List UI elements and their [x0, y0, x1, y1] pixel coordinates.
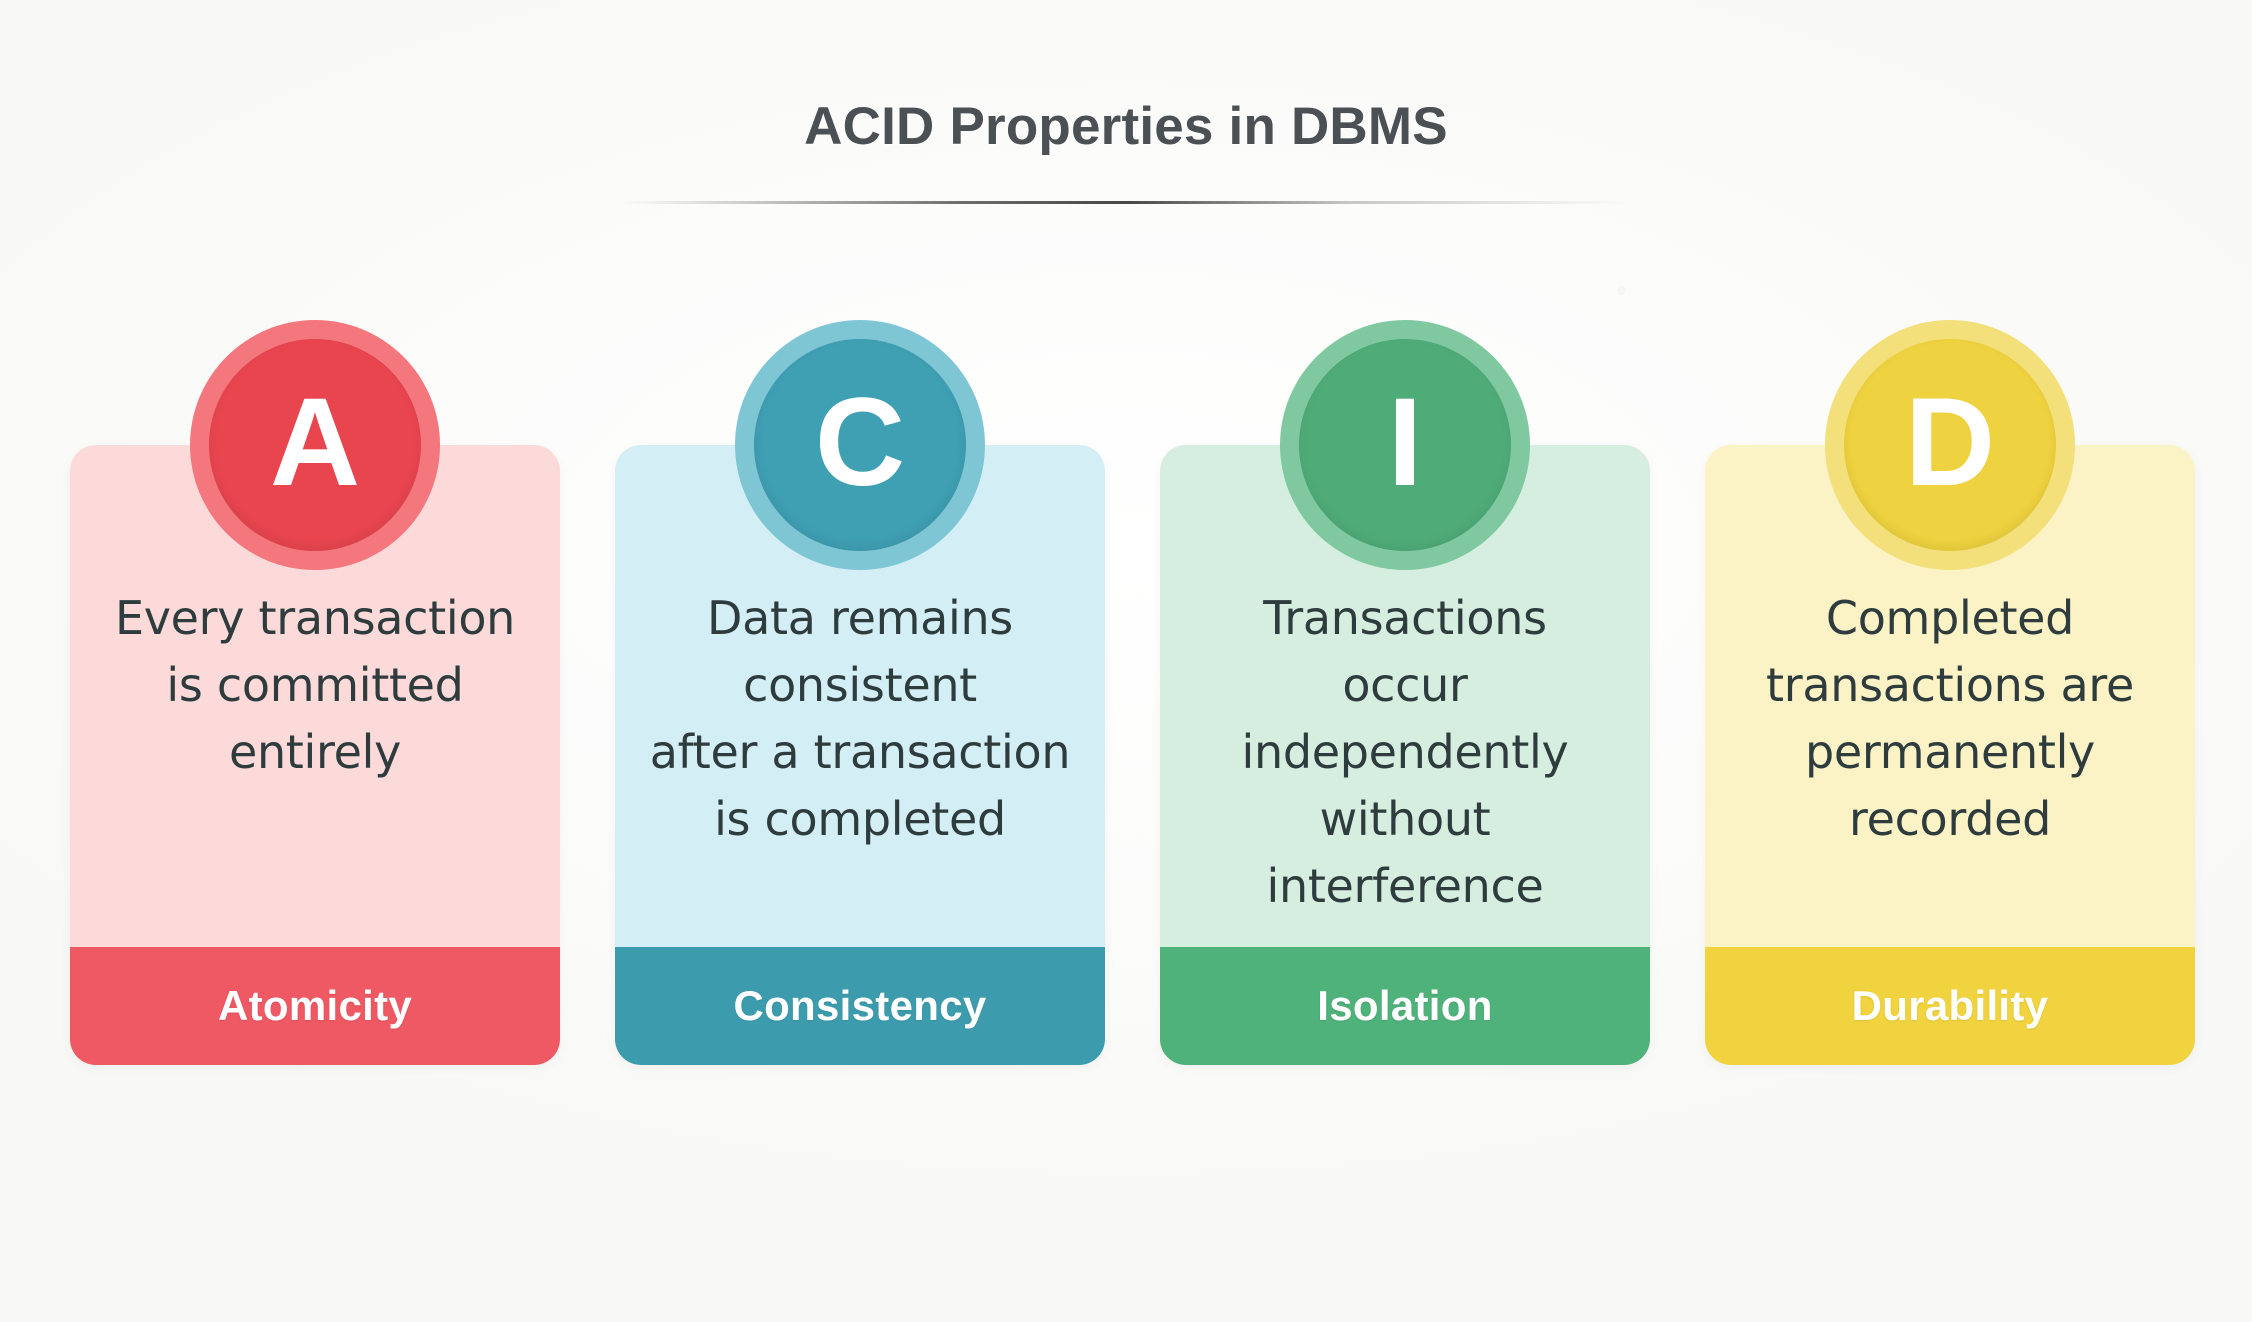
- card-durability-body: Durability: [1705, 445, 2195, 1065]
- badge-letter-i: I: [1387, 372, 1423, 512]
- badge-inner-a: A: [209, 339, 421, 551]
- badge-letter-d: D: [1904, 372, 1996, 512]
- badge-letter-a: A: [269, 372, 361, 512]
- card-durability-label: Durability: [1705, 947, 2195, 1065]
- badge-inner-c: C: [754, 339, 966, 551]
- header: ACID Properties in DBMS: [0, 0, 2252, 204]
- badge-circle-d: D: [1825, 320, 2075, 570]
- card-atomicity-body: Atomicity: [70, 445, 560, 1065]
- card-consistency-label: Consistency: [615, 947, 1105, 1065]
- badge-letter-c: C: [814, 372, 906, 512]
- page-title: ACID Properties in DBMS: [804, 97, 1448, 156]
- badge-circle-c: C: [735, 320, 985, 570]
- title-divider: [621, 201, 1631, 204]
- badge-circle-i: I: [1280, 320, 1530, 570]
- badge-circle-a: A: [190, 320, 440, 570]
- card-atomicity-label: Atomicity: [70, 947, 560, 1065]
- card-isolation-label: Isolation: [1160, 947, 1650, 1065]
- badge-inner-d: D: [1844, 339, 2056, 551]
- badge-inner-i: I: [1299, 339, 1511, 551]
